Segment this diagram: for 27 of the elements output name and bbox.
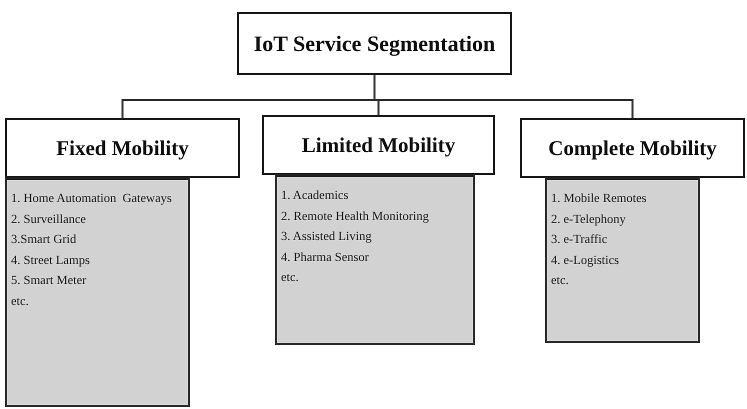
title-text: IoT Service Segmentation: [254, 30, 496, 56]
category-title: Limited Mobility: [302, 132, 456, 158]
list-item: 3. e-Traffic: [551, 231, 608, 248]
list-item: 2. Surveillance: [11, 210, 86, 228]
list-item: 4. Street Lamps: [11, 252, 90, 269]
list-item: 1. Home Automation Gateways: [11, 190, 172, 207]
category-title: Complete Mobility: [548, 136, 717, 160]
category-box: [262, 115, 495, 175]
list-item: 3. Assisted Living: [281, 228, 372, 245]
list-item: etc.: [11, 292, 29, 310]
list-item: etc.: [281, 269, 299, 286]
root-box: [237, 12, 512, 75]
list-panel: [545, 176, 700, 343]
category-box: [520, 118, 745, 178]
list-panel: [275, 173, 475, 345]
list-item: etc.: [551, 272, 569, 289]
list-item: 1. Academics: [281, 187, 348, 204]
list-panel: [5, 176, 190, 407]
list-item: 3.Smart Grid: [11, 231, 76, 248]
category-title: Fixed Mobility: [56, 136, 189, 160]
list-item: 1. Mobile Remotes: [551, 190, 646, 207]
list-item: 2. Remote Health Monitoring: [281, 208, 429, 225]
list-item: 2. e-Telephony: [551, 210, 626, 228]
list-item: 5. Smart Meter: [11, 272, 86, 289]
category-box: [5, 118, 240, 178]
list-item: 4. e-Logistics: [551, 252, 620, 269]
list-item: 4. Pharma Sensor: [281, 248, 369, 266]
